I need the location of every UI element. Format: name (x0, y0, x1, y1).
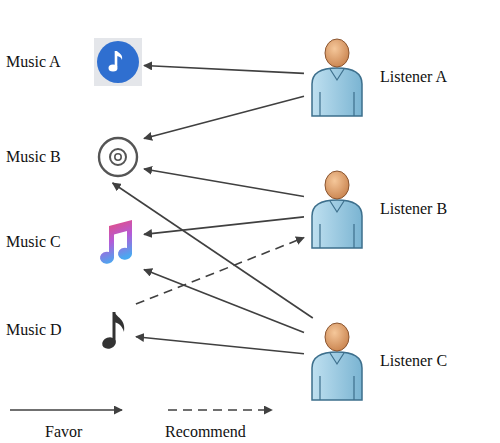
listener-figure (306, 168, 368, 250)
music-node: Music C (6, 216, 142, 268)
music-label: Music C (6, 233, 94, 251)
favor-sample (10, 409, 122, 411)
listener-node: Listener C (306, 320, 447, 402)
music-label: Music B (6, 148, 94, 166)
music-node: Music A (6, 38, 142, 86)
listener-figure (306, 320, 368, 402)
legend-label: Recommend (165, 423, 246, 441)
listener-figure (306, 36, 368, 118)
favor-arrow (144, 96, 304, 138)
listener-label: Listener A (380, 68, 447, 86)
music-node: Music D (6, 306, 134, 354)
listener-label: Listener B (380, 200, 447, 218)
music-label: Music A (6, 53, 94, 71)
favor-arrow (144, 66, 304, 74)
favor-arrow (144, 169, 304, 197)
listener-node: Listener B (306, 168, 447, 250)
music-node: Music B (6, 133, 142, 181)
legend-label: Favor (45, 423, 82, 441)
note-icon (94, 306, 134, 354)
favor-arrow (144, 270, 304, 333)
listener-node: Listener A (306, 36, 447, 118)
favor-arrow (136, 337, 304, 354)
favor-arrow (113, 183, 313, 318)
music-label: Music D (6, 321, 94, 339)
disc-icon (94, 133, 142, 181)
music-icon (94, 216, 142, 268)
recommend-sample (168, 409, 272, 411)
recommend-arrow (136, 238, 304, 304)
listener-label: Listener C (380, 352, 447, 370)
music-icon (94, 38, 142, 86)
